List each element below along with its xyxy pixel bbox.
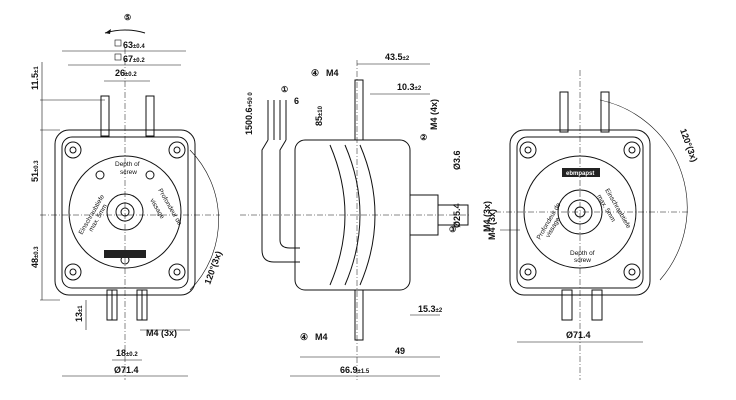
rear-plate <box>523 155 637 269</box>
dim-stud-spacing: 26±0.2 <box>115 68 137 78</box>
rear-housing-inner <box>516 136 644 289</box>
plate-text-2: screw <box>120 169 137 176</box>
hub-inner <box>115 202 135 222</box>
rear-view: ebmpapst Profondeur de vissage Einschrau… <box>487 70 699 380</box>
thread-top: M4 <box>326 68 339 78</box>
rear-hub-inner <box>567 199 593 225</box>
dim-stud-height: 11.5±1 <box>30 66 40 90</box>
front-housing <box>54 129 196 296</box>
shaft <box>120 207 130 217</box>
rear-stud-left <box>559 91 569 133</box>
plate-hole <box>145 170 155 180</box>
thread-side: M4 (4x) <box>429 99 439 130</box>
plate-text-1: Depth of <box>115 161 140 168</box>
rotor-curve <box>359 144 376 286</box>
rear-plate-text-5: Depth of <box>570 250 595 257</box>
hole-dia: Ø3.6 <box>452 150 462 170</box>
rotor-curve <box>329 144 346 286</box>
stud-right <box>145 95 155 137</box>
front-logo-label <box>104 250 146 258</box>
dim-offset-right: 10.3±2 <box>397 82 422 92</box>
front-plate <box>68 155 182 269</box>
dim-diameter-front: Ø71.4 <box>114 365 139 375</box>
callout-2: ② <box>420 133 427 142</box>
rear-housing <box>509 129 651 296</box>
plate-hole <box>95 170 105 180</box>
front-housing-inner <box>61 136 189 289</box>
rear-plate-text-6: screw <box>574 257 591 264</box>
thread-bottom: M4 <box>315 332 328 342</box>
rear-foot-left <box>561 289 573 321</box>
square-symbol <box>114 39 122 47</box>
stud-left <box>100 95 110 137</box>
rear-corner-holes <box>519 141 641 281</box>
dim-thread: M4 (3x) <box>146 328 177 338</box>
callout-5: ⑤ <box>124 13 131 22</box>
rotor-curve <box>344 144 361 286</box>
lead-wires <box>261 100 300 263</box>
shaft-dia: Ø25.4 <box>452 203 462 228</box>
dim-lead-length: 1500.6+50 0 <box>244 92 254 135</box>
side-view: ④ M4 43.5±2 10.3±2 ① 1500.6+50 0 6 85±10… <box>240 52 492 380</box>
callout-4-top: ④ <box>311 68 319 78</box>
rotation-arrow <box>104 29 146 34</box>
rear-logo <box>562 168 600 177</box>
thread-side2: M4 (3x) <box>482 201 492 232</box>
square-symbol-2 <box>114 53 122 61</box>
rear-stud-right <box>600 91 610 133</box>
dim-sq-inner: 67±0.2 <box>123 54 145 64</box>
dim-hole-lower: 48±0.3 <box>30 246 40 268</box>
front-view: ⑤ 63±0.4 67±0.2 26±0.2 11.5±1 51±0.3 48±… <box>30 13 224 380</box>
rear-logo-text: ebmpapst <box>566 171 594 177</box>
top-stud <box>354 79 364 141</box>
rear-shaft <box>574 206 586 218</box>
dim-lead-85: 85±10 <box>314 105 324 126</box>
corner-holes <box>64 141 186 281</box>
rotation-arrow-head <box>105 29 111 34</box>
dim-bottom-spacing: 18±0.2 <box>116 348 138 358</box>
bottom-stud <box>354 289 364 341</box>
angle-arc-front <box>189 149 219 291</box>
dim-sq-outer: 63±0.4 <box>123 40 145 50</box>
rear-foot-right <box>591 289 603 321</box>
dim-shaft-right: 15.3±2 <box>418 304 443 314</box>
dim-49: 49 <box>395 346 405 356</box>
shaft-end <box>437 204 469 226</box>
dim-foot-height: 13±1 <box>74 305 84 322</box>
rear-hub <box>557 189 603 235</box>
angle-arc-rear <box>599 99 688 281</box>
dim-overall: 66.9±1.5 <box>340 365 370 375</box>
callout-1: ① <box>281 85 288 94</box>
front-hub <box>106 193 144 231</box>
angle-rear: 120°(3x) <box>678 127 699 163</box>
dim-width-top: 43.5±2 <box>385 52 410 62</box>
angle-front: 120°(3x) <box>202 250 223 286</box>
dim-hole-upper: 51±0.3 <box>30 160 40 182</box>
callout-4-bottom: ④ <box>300 332 308 342</box>
callout-3: ③ <box>449 225 456 234</box>
dim-lead-6: 6 <box>294 96 299 106</box>
dim-diameter-rear: Ø71.4 <box>566 330 591 340</box>
thread-rear: M4 (3x) <box>487 209 497 240</box>
